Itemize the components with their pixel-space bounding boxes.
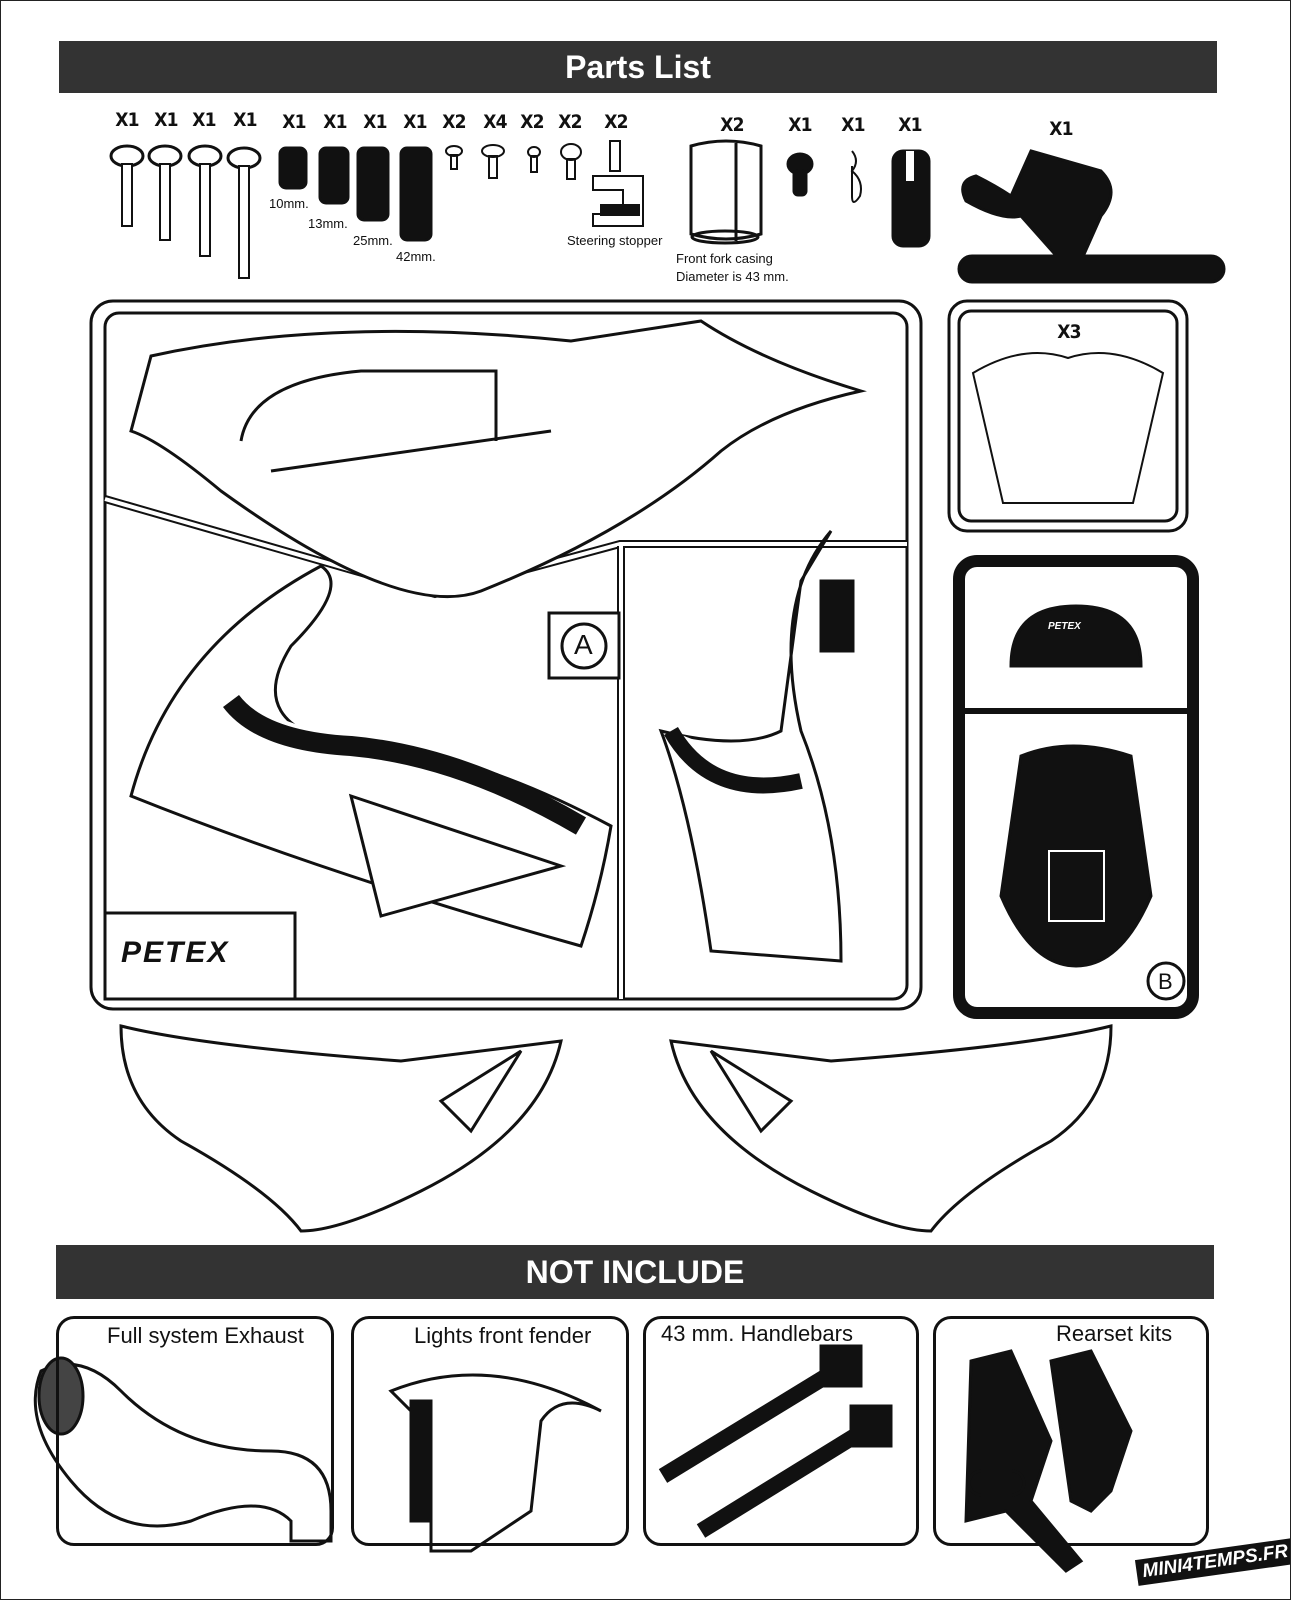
qty-label: X2 xyxy=(442,111,466,133)
r-clip-icon xyxy=(850,150,862,203)
qty-label: X1 xyxy=(1049,118,1073,140)
spacer-size-label: 25mm. xyxy=(353,233,393,248)
qty-label: X2 xyxy=(604,111,628,133)
qty-label: X1 xyxy=(233,109,257,131)
fender-label: Lights front fender xyxy=(414,1323,592,1348)
not-included-item xyxy=(351,1316,629,1546)
exhaust-drawing xyxy=(33,1356,333,1543)
handlebars-label: 43 mm. Handlebars xyxy=(661,1321,853,1346)
sprue-label-a-plate xyxy=(547,611,621,680)
bracket-icon xyxy=(957,149,1226,284)
qty-label: X1 xyxy=(841,114,865,136)
pivot-sleeve-icon xyxy=(891,149,931,248)
fender-drawing xyxy=(388,1373,602,1553)
spacer-size-label: 42mm. xyxy=(396,249,436,264)
sprue-a xyxy=(89,299,923,1011)
fork-casing-label: Front fork casing xyxy=(676,251,773,266)
qty-label: X2 xyxy=(720,114,744,136)
qty-label: X1 xyxy=(154,109,178,131)
qty-label: X4 xyxy=(483,111,507,133)
rearset-drawing xyxy=(964,1349,1133,1573)
qty-label: X1 xyxy=(282,111,306,133)
qty-label: X2 xyxy=(558,111,582,133)
exhaust-label: Full system Exhaust xyxy=(107,1323,304,1348)
lower-fairing-left xyxy=(119,1024,563,1233)
fork-casing-icon xyxy=(689,139,763,245)
qty-label: X1 xyxy=(788,114,812,136)
screw-icons xyxy=(445,143,582,180)
not-include-title: NOT INCLUDE xyxy=(525,1253,745,1290)
lower-fairing-right xyxy=(669,1024,1113,1233)
spacer-size-label: 10mm. xyxy=(269,196,309,211)
bushing-icon xyxy=(786,152,814,197)
petex-logo-small: PETEX xyxy=(1048,621,1081,632)
handlebars-drawing xyxy=(658,1344,893,1538)
sprue-b-label: B xyxy=(1158,969,1173,994)
bolt-icons xyxy=(109,144,262,279)
parts-list-header: Parts List xyxy=(59,41,1217,93)
front-fairing-part xyxy=(129,564,613,948)
side-panel-part xyxy=(658,530,855,963)
qty-label: X1 xyxy=(363,111,387,133)
sprue-b xyxy=(953,555,1199,1019)
steering-stopper-label: Steering stopper xyxy=(567,233,663,248)
steering-stopper-icon xyxy=(592,140,644,227)
qty-label: X1 xyxy=(898,114,922,136)
qty-label: X1 xyxy=(403,111,427,133)
fork-casing-diameter: Diameter is 43 mm. xyxy=(676,269,789,284)
header-title: Parts List xyxy=(565,48,711,85)
not-included-item xyxy=(933,1316,1209,1546)
qty-label: X1 xyxy=(192,109,216,131)
sprue-b-top xyxy=(947,299,1189,533)
qty-label: X2 xyxy=(520,111,544,133)
qty-label: X1 xyxy=(323,111,347,133)
screen-qty-label: X3 xyxy=(1057,321,1081,343)
qty-label: X1 xyxy=(115,109,139,131)
spacer-icons xyxy=(278,146,433,242)
not-included-item xyxy=(56,1316,334,1546)
not-include-header: NOT INCLUDE xyxy=(56,1245,1214,1299)
logo-plate xyxy=(103,911,297,1001)
spacer-size-label: 13mm. xyxy=(308,216,348,231)
sprue-a-label: A xyxy=(574,629,593,660)
not-included-item xyxy=(643,1316,919,1546)
rearset-label: Rearset kits xyxy=(1056,1321,1173,1346)
tail-section-part xyxy=(129,319,867,599)
petex-logo: PETEX xyxy=(121,936,230,969)
